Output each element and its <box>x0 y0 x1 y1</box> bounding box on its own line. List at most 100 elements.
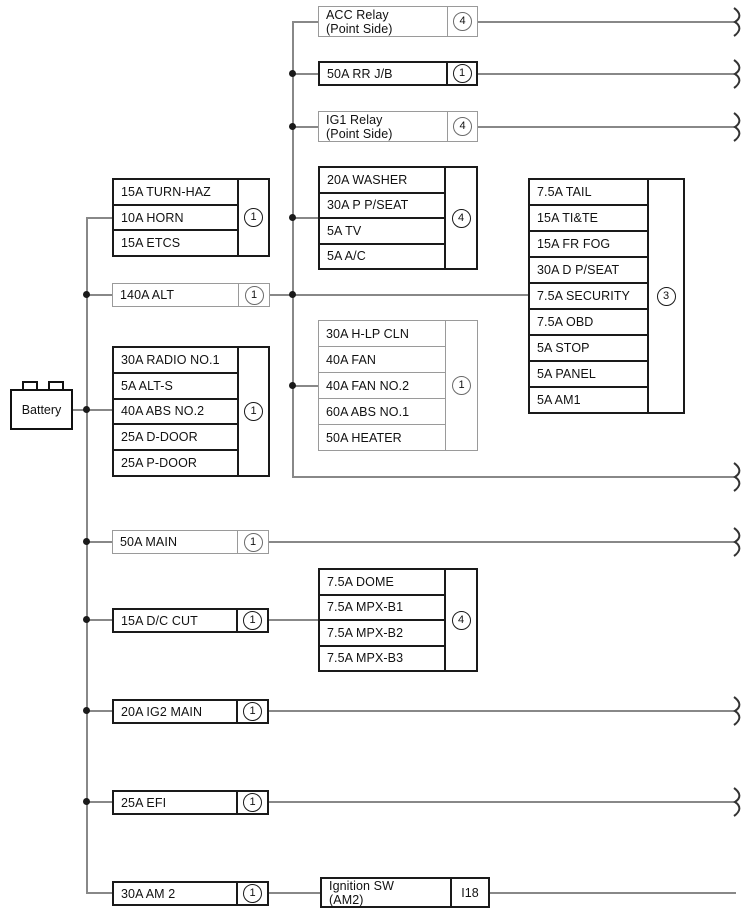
qty-value: 1 <box>452 376 471 395</box>
qty-value: 4 <box>453 12 472 31</box>
block-am2[interactable]: 30A AM 2 1 <box>112 881 269 906</box>
fuse-row: 15A ETCS <box>121 236 181 251</box>
block-qty: 1 <box>236 883 267 904</box>
fuse-row: 7.5A DOME <box>320 570 444 596</box>
fuse-row: 5A STOP <box>530 336 647 362</box>
qty-value: 1 <box>243 532 263 552</box>
wire-sec-bus-out <box>292 476 736 478</box>
junction-dot-sec-washer <box>289 214 296 221</box>
fuse-label-line1: IG1 Relay <box>326 112 383 127</box>
fuse-row: 7.5A MPX-B1 <box>320 596 444 621</box>
battery-box: Battery <box>10 389 73 430</box>
block-washer-group[interactable]: 20A WASHER 30A P P/SEAT 5A TV 5A A/C 4 <box>318 166 478 270</box>
wire-break-icon <box>733 527 741 557</box>
block-qty: 1 <box>236 701 267 722</box>
main-bus-vertical <box>86 217 88 894</box>
block-tail-group[interactable]: 7.5A TAIL 15A TI&TE 15A FR FOG 30A D P/S… <box>528 178 685 414</box>
block-qty: 1 <box>445 321 477 450</box>
block-alt[interactable]: 140A ALT 1 <box>112 283 270 307</box>
qty-value: 1 <box>243 702 262 721</box>
component-row: Ignition SW (AM2) <box>322 879 450 907</box>
wire-sec-hlp-cln <box>292 385 320 387</box>
wire-break-icon <box>733 787 741 817</box>
fuse-row: 25A EFI <box>121 795 167 810</box>
block-radio-group[interactable]: 30A RADIO NO.1 5A ALT-S 40A ABS NO.2 25A… <box>112 346 270 477</box>
fuse-row: 5A PANEL <box>530 362 647 388</box>
qty-value: 1 <box>243 884 262 903</box>
wire-break-icon <box>733 112 741 142</box>
block-efi[interactable]: 25A EFI 1 <box>112 790 269 815</box>
wire-bus-radio <box>86 409 114 411</box>
qty-value: 4 <box>453 117 472 136</box>
component-label-line2: (AM2) <box>329 893 364 907</box>
block-qty: 3 <box>647 180 683 412</box>
wire-break-icon <box>733 7 741 37</box>
fuse-row: 20A IG2 MAIN <box>121 704 203 719</box>
block-acc-relay[interactable]: ACC Relay (Point Side) 4 <box>318 6 478 37</box>
block-rr-jb[interactable]: 50A RR J/B 1 <box>318 61 478 86</box>
qty-value: 1 <box>244 285 264 305</box>
wire-bus-alt <box>86 294 114 296</box>
block-qty: 4 <box>447 112 477 141</box>
battery-terminal-negative <box>48 381 64 390</box>
fuse-row: 5A TV <box>320 219 444 245</box>
block-qty: I18 <box>450 879 488 906</box>
junction-dot-battery <box>83 406 90 413</box>
wire-sec-ig1-relay <box>292 126 320 128</box>
fuse-row: 40A FAN NO.2 <box>319 373 445 399</box>
block-ig2-main[interactable]: 20A IG2 MAIN 1 <box>112 699 269 724</box>
fuse-row: 40A FAN <box>319 347 445 373</box>
block-turn-haz-group[interactable]: 15A TURN-HAZ 10A HORN 15A ETCS 1 <box>112 178 270 257</box>
block-qty: 4 <box>444 570 476 670</box>
junction-dot-sec-rr-jb <box>289 70 296 77</box>
wire-bus-dc-cut <box>86 619 114 621</box>
wire-rr-jb-out <box>478 73 736 75</box>
fuse-row: 15A TI&TE <box>530 206 647 232</box>
qty-value: 1 <box>243 793 262 812</box>
fuse-row: 10A HORN <box>114 206 237 232</box>
secondary-bus-vertical <box>292 21 294 477</box>
block-dc-cut[interactable]: 15A D/C CUT 1 <box>112 608 269 633</box>
qty-value: I18 <box>461 885 479 900</box>
fuse-row: 20A WASHER <box>320 168 444 194</box>
wire-break-icon <box>733 462 741 492</box>
fuse-row: 30A P P/SEAT <box>320 194 444 219</box>
fuse-label-line2: (Point Side) <box>326 21 393 36</box>
block-qty: 4 <box>444 168 476 268</box>
fuse-row: 25A P-DOOR <box>121 456 198 471</box>
block-main[interactable]: 50A MAIN 1 <box>112 530 269 554</box>
fuse-row: 7.5A TAIL <box>530 180 647 206</box>
fuse-row: 40A ABS NO.2 <box>114 400 237 426</box>
junction-dot-ig2 <box>83 707 90 714</box>
wire-dc-cut-to-dome <box>269 619 320 621</box>
qty-value: 1 <box>452 64 472 83</box>
wire-bus-main <box>86 541 114 543</box>
block-ig1-relay[interactable]: IG1 Relay (Point Side) 4 <box>318 111 478 142</box>
fuse-row: 15A D/C CUT <box>121 613 198 628</box>
block-dome-group[interactable]: 7.5A DOME 7.5A MPX-B1 7.5A MPX-B2 7.5A M… <box>318 568 478 672</box>
fuse-row: 7.5A OBD <box>530 310 647 336</box>
wire-bus-efi <box>86 801 114 803</box>
junction-dot-alt <box>83 291 90 298</box>
qty-value: 3 <box>656 286 676 306</box>
qty-value: 4 <box>451 208 471 228</box>
block-ignition-sw[interactable]: Ignition SW (AM2) I18 <box>320 877 490 908</box>
qty-value: 1 <box>243 611 262 630</box>
fuse-row: 7.5A MPX-B3 <box>327 651 404 666</box>
block-qty: 1 <box>446 63 476 84</box>
wire-break-icon <box>733 696 741 726</box>
junction-dot-sec-alt <box>289 291 296 298</box>
junction-dot-dc-cut <box>83 616 90 623</box>
fuse-row: 15A TURN-HAZ <box>114 180 237 206</box>
component-label-line1: Ignition SW <box>329 879 395 893</box>
fuse-row: 30A D P/SEAT <box>530 258 647 284</box>
block-hlp-cln-group[interactable]: 30A H-LP CLN 40A FAN 40A FAN NO.2 60A AB… <box>318 320 478 451</box>
junction-dot-efi <box>83 798 90 805</box>
fuse-row: 7.5A SECURITY <box>530 284 647 310</box>
wire-bus-ig2 <box>86 710 114 712</box>
wire-bus-turn-haz <box>86 217 114 219</box>
wire-break-icon <box>733 59 741 89</box>
wire-sec-rr-jb <box>292 73 320 75</box>
fuse-row: 30A RADIO NO.1 <box>114 348 237 374</box>
